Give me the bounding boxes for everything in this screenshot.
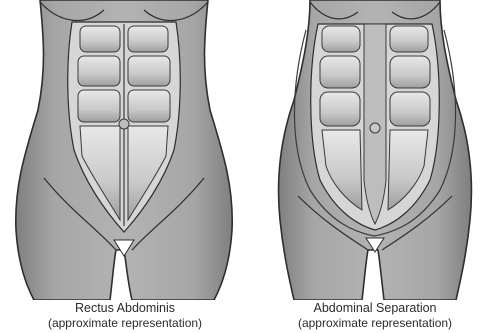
figure-title: Rectus Abdominis [0,301,250,315]
navel [119,119,129,129]
figure-subtitle: (approximate representation) [250,316,499,330]
figure-title: Abdominal Separation [250,301,499,315]
rectus-abdominis-illustration [0,0,250,300]
abdominal-separation-panel: Abdominal Separation (approximate repres… [250,0,499,333]
rectus-abdominis-panel: Rectus Abdominis (approximate representa… [0,0,250,333]
figure-subtitle: (approximate representation) [0,316,250,330]
navel [370,123,380,133]
abdominal-separation-illustration [250,0,499,300]
